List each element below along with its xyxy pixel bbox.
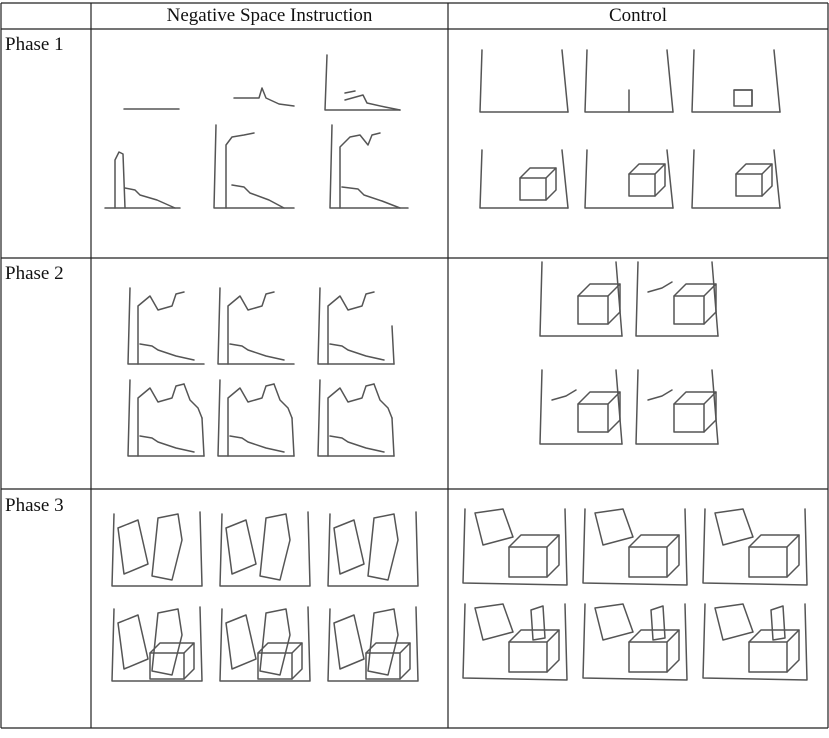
sketch-neg-p1-5: [213, 124, 295, 209]
sketch-ctrl-p2-1: [539, 261, 623, 337]
sketch-neg-p3-5: [219, 606, 311, 682]
sketch-neg-p1-6: [329, 124, 409, 209]
phase-1-label: Phase 1: [5, 34, 64, 55]
sketch-neg-p2-1: [127, 287, 205, 365]
sketch-neg-p2-5: [217, 379, 295, 457]
sketch-neg-p1-2: [233, 87, 295, 107]
sketch-neg-p2-2: [217, 287, 295, 365]
sketch-neg-p2-4: [127, 379, 205, 457]
sketch-ctrl-p1-5: [584, 149, 674, 209]
sketch-ctrl-p1-2: [584, 49, 674, 113]
sketch-ctrl-p1-3: [691, 49, 781, 113]
phase-3-label: Phase 3: [5, 495, 64, 516]
sketch-neg-p1-4: [104, 151, 181, 209]
sketch-ctrl-p3-6: [702, 603, 808, 681]
sketch-ctrl-p1-1: [479, 49, 569, 113]
header-negative-space-instruction: Negative Space Instruction: [166, 5, 373, 26]
sketch-neg-p3-6: [327, 606, 419, 682]
sketch-neg-p3-2: [219, 511, 311, 587]
phase-2-label: Phase 2: [5, 263, 64, 284]
sketch-ctrl-p3-4: [462, 603, 568, 681]
sketch-neg-p3-4: [111, 606, 203, 682]
sketch-drawings: [104, 49, 808, 682]
sketch-neg-p1-3: [324, 54, 401, 111]
sketch-ctrl-p3-1: [462, 508, 568, 586]
sketch-neg-p2-3: [317, 287, 395, 365]
sketch-neg-p3-1: [111, 511, 203, 587]
sketch-ctrl-p2-3: [539, 369, 623, 445]
sketch-ctrl-p3-2: [582, 508, 688, 586]
sketch-ctrl-p3-5: [582, 603, 688, 681]
sketch-ctrl-p3-3: [702, 508, 808, 586]
sketch-ctrl-p1-6: [691, 149, 781, 209]
sketch-ctrl-p2-2: [635, 261, 719, 337]
sketch-neg-p3-3: [327, 511, 419, 587]
sketch-ctrl-p2-4: [635, 369, 719, 445]
sketch-ctrl-p1-4: [479, 149, 569, 209]
header-control: Control: [608, 5, 668, 26]
sketch-neg-p2-6: [317, 379, 395, 457]
